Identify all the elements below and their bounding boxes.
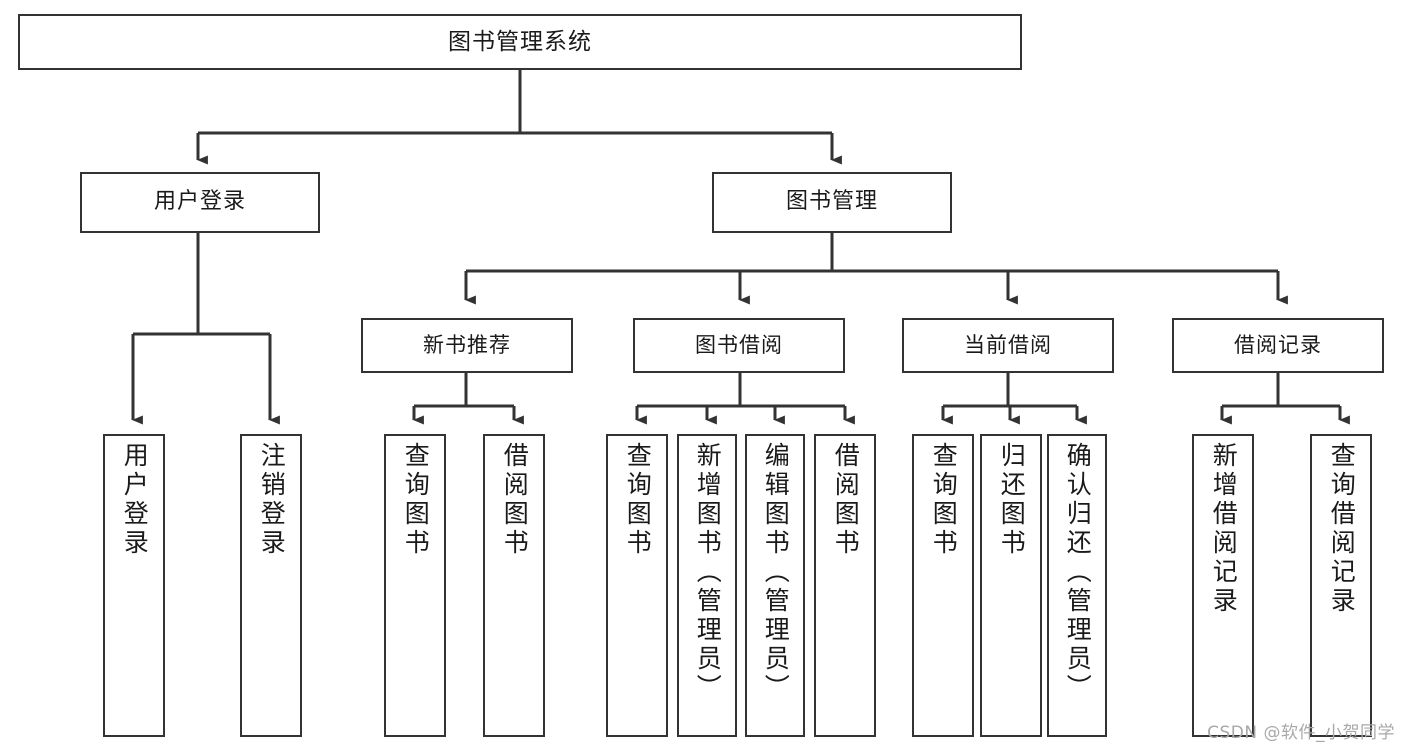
- node-user-login[interactable]: 用户登录: [80, 172, 320, 233]
- leaf-return-book[interactable]: 归还图书: [980, 434, 1042, 737]
- node-label: 新书推荐: [423, 332, 511, 357]
- node-label: 查询图书: [401, 442, 431, 558]
- node-label: 新增图书（管理员）: [693, 442, 723, 703]
- node-label: 借阅图书: [831, 442, 861, 558]
- node-label: 当前借阅: [964, 332, 1052, 357]
- leaf-add-book-admin[interactable]: 新增图书（管理员）: [677, 434, 737, 737]
- leaf-query-book-borrow[interactable]: 查询图书: [606, 434, 668, 737]
- leaf-query-book-current[interactable]: 查询图书: [912, 434, 974, 737]
- node-label: 归还图书: [997, 442, 1027, 558]
- node-book-borrow[interactable]: 图书借阅: [633, 318, 845, 373]
- csdn-watermark: CSDN @软件_小贺同学: [1207, 723, 1395, 743]
- node-label: 查询图书: [623, 442, 653, 558]
- node-label: 确认归还（管理员）: [1063, 442, 1093, 703]
- leaf-borrow-book[interactable]: 借阅图书: [814, 434, 876, 737]
- node-current-borrow[interactable]: 当前借阅: [902, 318, 1114, 373]
- leaf-query-borrow-record[interactable]: 查询借阅记录: [1310, 434, 1372, 737]
- leaf-confirm-return-admin[interactable]: 确认归还（管理员）: [1047, 434, 1107, 737]
- node-label: 新增借阅记录: [1209, 442, 1239, 616]
- leaf-logout[interactable]: 注销登录: [240, 434, 302, 737]
- node-new-book-recommend[interactable]: 新书推荐: [361, 318, 573, 373]
- leaf-edit-book-admin[interactable]: 编辑图书（管理员）: [745, 434, 805, 737]
- leaf-borrow-book-recommend[interactable]: 借阅图书: [483, 434, 545, 737]
- leaf-user-login[interactable]: 用户登录: [103, 434, 165, 737]
- node-book-management[interactable]: 图书管理: [712, 172, 952, 233]
- node-borrow-record[interactable]: 借阅记录: [1172, 318, 1384, 373]
- node-label: 用户登录: [153, 189, 246, 215]
- node-label: 借阅记录: [1234, 332, 1322, 357]
- node-label: 图书借阅: [695, 332, 783, 357]
- node-label: 查询图书: [929, 442, 959, 558]
- node-label: 注销登录: [257, 442, 287, 558]
- node-label: 编辑图书（管理员）: [761, 442, 791, 703]
- node-label: 查询借阅记录: [1327, 442, 1357, 616]
- node-label: 图书管理: [785, 189, 878, 215]
- leaf-add-borrow-record[interactable]: 新增借阅记录: [1192, 434, 1254, 737]
- leaf-query-book-recommend[interactable]: 查询图书: [384, 434, 446, 737]
- node-root-library-management-system[interactable]: 图书管理系统: [18, 14, 1022, 70]
- node-label: 用户登录: [120, 442, 150, 558]
- node-label: 借阅图书: [500, 442, 530, 558]
- node-label: 图书管理系统: [448, 28, 592, 55]
